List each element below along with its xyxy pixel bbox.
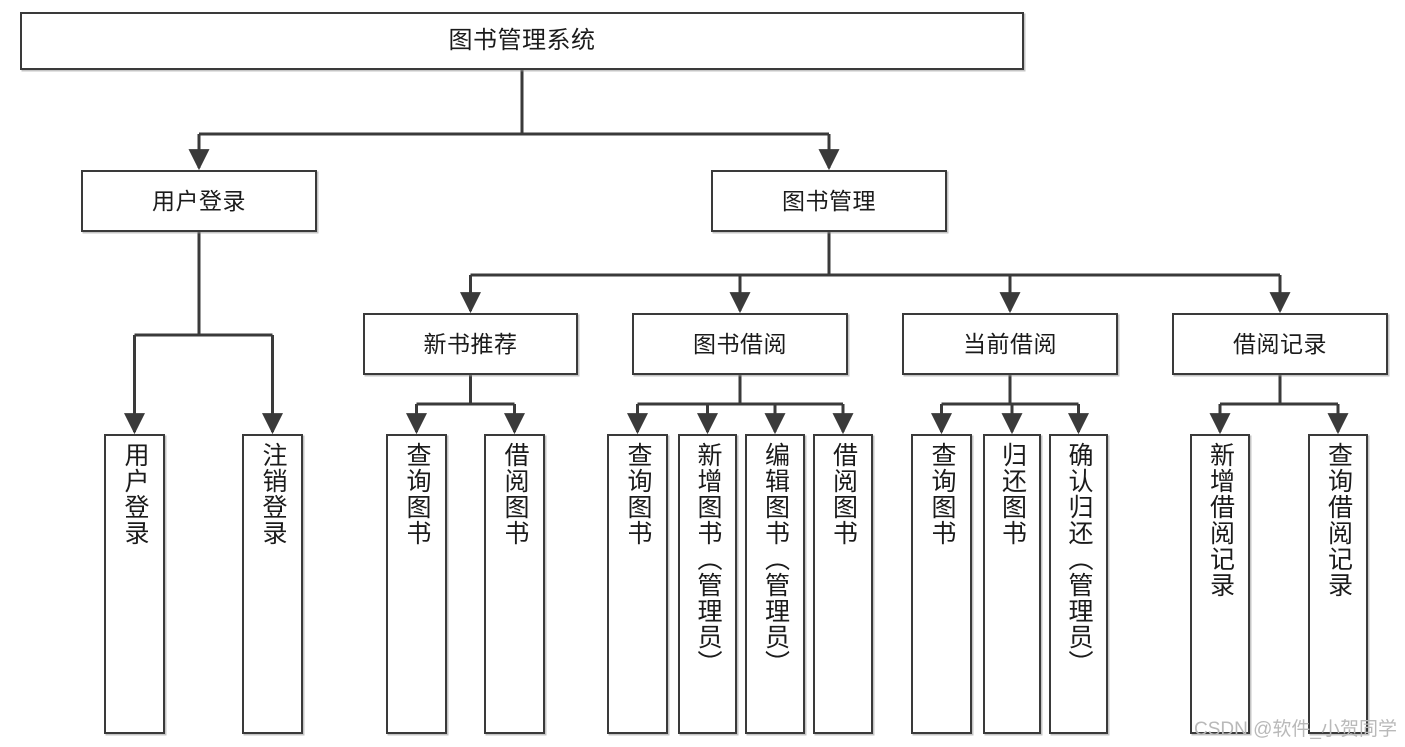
node-label-leaf-query-book-3: 查询图书 bbox=[928, 442, 956, 546]
node-label-leaf-query-record: 查询借阅记录 bbox=[1324, 442, 1353, 598]
node-label-leaf-user-logout: 注销登录 bbox=[259, 442, 287, 546]
node-label-book-borrow: 图书借阅 bbox=[693, 330, 787, 357]
node-label-book-manage: 图书管理 bbox=[782, 187, 876, 214]
node-label-leaf-query-book-2: 查询图书 bbox=[624, 442, 652, 546]
node-label-user-login: 用户登录 bbox=[152, 187, 246, 214]
node-leaf-user-login[interactable]: 用户登录 bbox=[104, 434, 165, 734]
node-leaf-add-record[interactable]: 新增借阅记录 bbox=[1190, 434, 1250, 734]
node-leaf-borrow-book-2[interactable]: 借阅图书 bbox=[813, 434, 873, 734]
node-book-borrow[interactable]: 图书借阅 bbox=[632, 313, 848, 375]
node-leaf-add-book[interactable]: 新增图书（管理员） bbox=[678, 434, 737, 734]
node-new-book-rec[interactable]: 新书推荐 bbox=[363, 313, 578, 375]
node-leaf-query-record[interactable]: 查询借阅记录 bbox=[1308, 434, 1368, 734]
node-label-leaf-borrow-book-1: 借阅图书 bbox=[501, 442, 529, 546]
node-leaf-confirm-return[interactable]: 确认归还（管理员） bbox=[1049, 434, 1108, 734]
node-current-borrow[interactable]: 当前借阅 bbox=[902, 313, 1118, 375]
node-leaf-borrow-book-1[interactable]: 借阅图书 bbox=[484, 434, 545, 734]
node-label-leaf-confirm-return: 确认归还（管理员） bbox=[1065, 442, 1093, 676]
node-label-leaf-borrow-book-2: 借阅图书 bbox=[829, 442, 858, 546]
node-label-root: 图书管理系统 bbox=[448, 27, 596, 55]
connector-lines bbox=[124, 70, 1349, 435]
node-label-new-book-rec: 新书推荐 bbox=[423, 330, 518, 357]
node-label-leaf-return-book: 归还图书 bbox=[998, 442, 1027, 546]
node-leaf-edit-book[interactable]: 编辑图书（管理员） bbox=[745, 434, 805, 734]
node-label-leaf-add-record: 新增借阅记录 bbox=[1206, 442, 1235, 598]
node-label-leaf-query-book-1: 查询图书 bbox=[403, 442, 431, 546]
node-leaf-query-book-3[interactable]: 查询图书 bbox=[911, 434, 972, 734]
node-leaf-query-book-2[interactable]: 查询图书 bbox=[607, 434, 668, 734]
node-label-leaf-edit-book: 编辑图书（管理员） bbox=[761, 442, 790, 676]
node-user-login[interactable]: 用户登录 bbox=[81, 170, 317, 232]
node-leaf-return-book[interactable]: 归还图书 bbox=[983, 434, 1041, 734]
node-label-borrow-record: 借阅记录 bbox=[1233, 330, 1327, 357]
node-root[interactable]: 图书管理系统 bbox=[20, 12, 1024, 70]
node-leaf-user-logout[interactable]: 注销登录 bbox=[242, 434, 303, 734]
node-leaf-query-book-1[interactable]: 查询图书 bbox=[386, 434, 447, 734]
node-borrow-record[interactable]: 借阅记录 bbox=[1172, 313, 1388, 375]
node-label-leaf-add-book: 新增图书（管理员） bbox=[694, 442, 722, 676]
node-label-current-borrow: 当前借阅 bbox=[963, 330, 1057, 357]
node-label-leaf-user-login: 用户登录 bbox=[121, 442, 149, 546]
node-book-manage[interactable]: 图书管理 bbox=[711, 170, 947, 232]
